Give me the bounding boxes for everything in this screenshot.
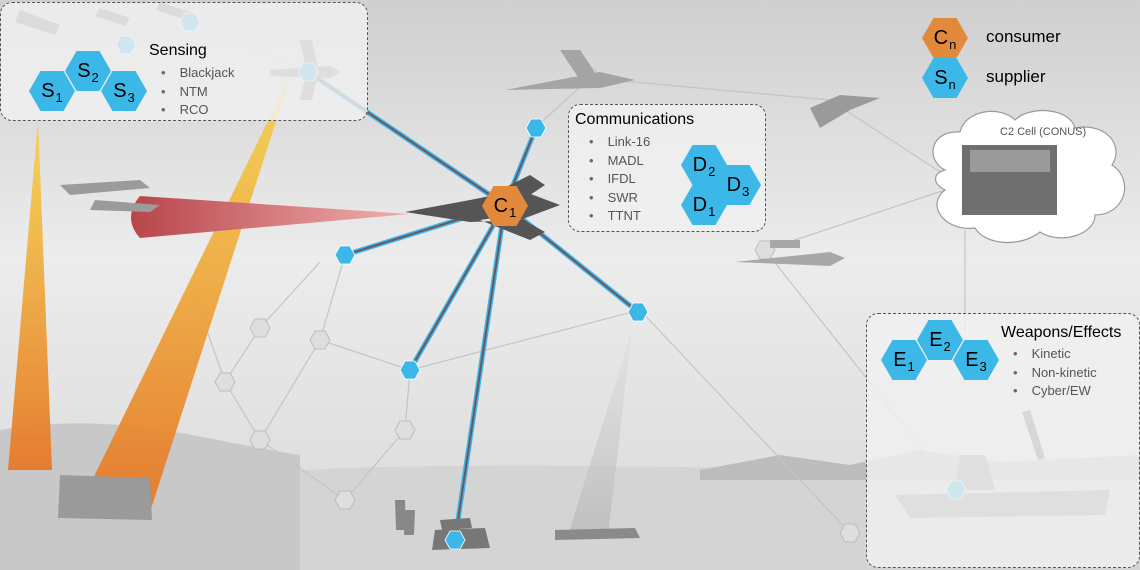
node-subscript: 3 [979, 358, 987, 374]
node-letter: S [77, 59, 91, 82]
communications-panel: Communications Link-16 MADL IFDL SWR TTN… [568, 104, 766, 232]
satellite-beam-2 [80, 72, 292, 512]
weapons-panel: E2 E1 E3 Weapons/Effects Kinetic Non-kin… [866, 313, 1140, 568]
node-letter: E [929, 328, 943, 351]
node-subscript: 1 [55, 89, 63, 105]
legend-supplier-label: supplier [986, 67, 1046, 86]
communications-title: Communications [575, 111, 695, 128]
node-subscript: 2 [91, 69, 99, 85]
satellite-beam-1 [8, 120, 52, 470]
awacs-silhouette [735, 240, 845, 266]
radar-beam [131, 196, 410, 238]
node-subscript: 2 [708, 163, 716, 179]
node-letter: S [113, 79, 127, 102]
node-letter: E [893, 348, 907, 371]
submarine-silhouette [555, 528, 640, 540]
node-letter: E [965, 348, 979, 371]
list-item: Kinetic [1013, 345, 1097, 364]
list-item: Non-kinetic [1013, 364, 1097, 383]
weapons-title: Weapons/Effects [1001, 324, 1122, 341]
sensing-list: Blackjack NTM RCO [161, 64, 235, 120]
node-subscript: 1 [708, 203, 716, 219]
communications-list: Link-16 MADL IFDL SWR TTNT [589, 133, 651, 226]
fighter-silhouette [405, 175, 560, 240]
c2-console-screens [970, 150, 1050, 172]
node-letter: D [726, 173, 742, 196]
node-letter: S [934, 66, 948, 89]
node-subscript: 1 [509, 204, 517, 220]
sensing-title: Sensing [149, 42, 207, 59]
list-item: SWR [589, 189, 650, 208]
sensing-panel: S1 S2 S3 Sensing Blackjack NTM RCO [0, 2, 368, 121]
launcher-silhouette [58, 475, 152, 520]
bomber-silhouette [810, 95, 880, 128]
list-item: RCO [161, 101, 234, 120]
list-item: MADL [589, 152, 650, 171]
list-item: Blackjack [161, 64, 235, 83]
list-item: IFDL [589, 170, 650, 189]
node-subscript: 2 [943, 338, 951, 354]
legend-consumer-label: consumer [986, 27, 1061, 46]
list-item: Link-16 [589, 133, 651, 152]
node-letter: C [933, 26, 949, 49]
list-item: NTM [161, 83, 234, 102]
node-letter: C [493, 194, 509, 217]
mesh-links [189, 77, 966, 534]
node-subscript: 1 [907, 358, 915, 374]
node-subscript: 3 [127, 89, 135, 105]
node-letter: D [692, 153, 708, 176]
node-subscript: n [949, 36, 957, 52]
list-item: TTNT [589, 207, 650, 226]
jet-silhouette [505, 50, 635, 90]
node-letter: D [692, 193, 708, 216]
node-subscript: 3 [742, 183, 750, 199]
list-item: Cyber/EW [1013, 382, 1097, 401]
escort-jets [60, 180, 160, 212]
node-subscript: n [948, 76, 956, 92]
soldiers-silhouette [395, 500, 415, 535]
weapons-list: Kinetic Non-kinetic Cyber/EW [1013, 345, 1097, 401]
c2-cell-label: C2 Cell (CONUS) [1000, 126, 1087, 138]
sonar-beam [568, 330, 632, 535]
node-letter: S [41, 79, 55, 102]
